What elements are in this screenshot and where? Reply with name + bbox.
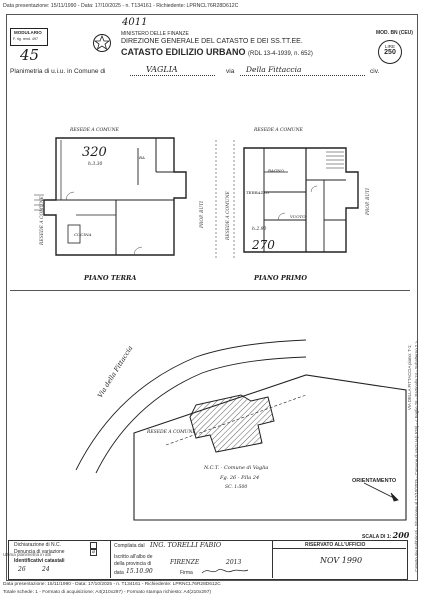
plan-number-left: 320 xyxy=(82,145,107,160)
site-map-drawing xyxy=(75,339,407,521)
plan-separator xyxy=(10,290,410,291)
scala-label: SCALA DI 1: 200 xyxy=(362,530,409,540)
plan-height-right: h.2.90 xyxy=(252,227,267,232)
room-vuoto: VUOTO xyxy=(290,214,306,219)
catasto-title-text: CATASTO EDILIZIO URBANO xyxy=(121,47,246,57)
lire-label: LIRE xyxy=(384,44,395,49)
riservato-label: RISERVATO ALL'UFFICIO xyxy=(305,542,366,548)
identificativi-label: Identificativi catastali xyxy=(14,558,65,564)
denuncia-checkbox[interactable]: ⌀ xyxy=(90,549,97,556)
denuncia-label: Denuncia di variazione xyxy=(14,549,65,555)
room-cucina: CUCINA xyxy=(74,232,92,237)
map-foglio: Fg. 26 - P.lla 24 xyxy=(220,475,260,481)
model-label: MOD. BN (CEU) xyxy=(376,30,413,36)
footer-divider-1 xyxy=(110,540,111,578)
data-label: data xyxy=(114,570,124,576)
civ-label: civ. xyxy=(370,68,380,75)
bottom-stamp-3: Totale schede: 1 - Formato di acquisizio… xyxy=(3,590,211,595)
law-text: (RDL 13-4-1939, n. 652) xyxy=(248,51,313,57)
orientamento-label: ORIENTAMENTO xyxy=(352,478,397,484)
room-bagno: BAGNO xyxy=(268,168,284,173)
map-resede: RESEDE A COMUNE xyxy=(147,430,196,435)
building-footprint xyxy=(189,394,275,453)
scala-label-text: SCALA DI 1: xyxy=(362,534,392,540)
dichiarazione-checkbox[interactable] xyxy=(90,542,97,549)
comune-underline xyxy=(130,75,215,76)
direction-label: DIREZIONE GENERALE DEL CATASTO E DEI SS.… xyxy=(121,38,303,45)
compilata-value: ING. TORELLI FABIO xyxy=(150,541,222,549)
data-value: 15.10.90 xyxy=(126,568,153,575)
numero-value: 2013 xyxy=(226,559,242,566)
room-ba: BA xyxy=(139,155,145,160)
provincia-value: FIRENZE xyxy=(170,559,200,566)
catasto-title: CATASTO EDILIZIO URBANO (RDL 13-4-1939, … xyxy=(121,47,313,57)
header-stamp: Data presentazione: 15/11/1990 - Data: 1… xyxy=(3,3,239,9)
sheet-border xyxy=(6,14,418,581)
prop-buti-1: PROP. BUTI xyxy=(200,201,205,228)
plan-right-top-label: RESEDE A COMUNE xyxy=(254,128,303,133)
plan-number-right: 270 xyxy=(252,238,275,252)
republic-emblem-icon xyxy=(93,34,111,52)
comune-value: VAGLIA xyxy=(146,65,178,74)
signature-icon xyxy=(201,568,249,574)
bottom-stamp-2: Data presentazione: 15/11/1990 - Data: 1… xyxy=(3,582,221,587)
particella-value: 24 xyxy=(42,566,50,573)
plan-left-top-label: RESEDE A COMUNE xyxy=(70,128,119,133)
room-terrazzo: TERRAZZO xyxy=(246,190,270,195)
map-nct: N.C.T. - Comune di Vaglia xyxy=(204,465,269,471)
lire-seal: LIRE 250 xyxy=(378,40,402,64)
firma-label: Firma xyxy=(180,570,193,576)
modulario-box: MODULARIO F. rig. rend. 497 xyxy=(10,28,48,46)
prop-buti-2: PROP. BUTI xyxy=(366,188,371,215)
nov-stamp: NOV 1990 xyxy=(320,556,363,565)
planimetria-label: Planimetria di u.i.u. in Comune di xyxy=(10,68,106,75)
plan-height-left: h.3.30 xyxy=(88,162,103,167)
ministry-label: MINISTERO DELLE FINANZE xyxy=(121,31,189,37)
footer-table xyxy=(8,540,408,580)
foglio-value: 26 xyxy=(18,566,26,573)
floor-plan-drawing xyxy=(34,137,359,260)
sheet-number: 4011 xyxy=(122,17,148,28)
resede-vertical-right: RESEDE A COMUNE xyxy=(226,191,231,240)
map-scala: SC. 1:500 xyxy=(225,485,248,490)
iscritto-label: Iscritto all'albo de xyxy=(114,554,153,560)
resede-vertical-left: RESEDE A COMUNE xyxy=(40,196,45,245)
provincia-label: della provincia di xyxy=(114,561,152,567)
compilata-label: Compilata dal xyxy=(114,543,145,549)
dichiarazione-label: Dichiarazione di N.C. xyxy=(14,542,61,548)
lire-value: 250 xyxy=(384,49,396,56)
floor-left-label: PIANO TERRA xyxy=(84,274,137,282)
form-number: 45 xyxy=(20,46,40,64)
floor-right-label: PIANO PRIMO xyxy=(254,274,308,282)
bottom-stamp-1: Ultima planimetria in atti xyxy=(3,552,52,557)
footer-divider-2 xyxy=(272,540,273,578)
via-value: Della Fittaccia xyxy=(246,65,302,74)
modulario-label: MODULARIO xyxy=(14,30,42,35)
footer-riservato-line xyxy=(272,548,406,549)
via-underline xyxy=(240,75,365,76)
modulario-code: F. rig. rend. 497 xyxy=(13,37,38,41)
scala-value: 200 xyxy=(392,530,410,540)
via-label: via xyxy=(226,68,235,75)
